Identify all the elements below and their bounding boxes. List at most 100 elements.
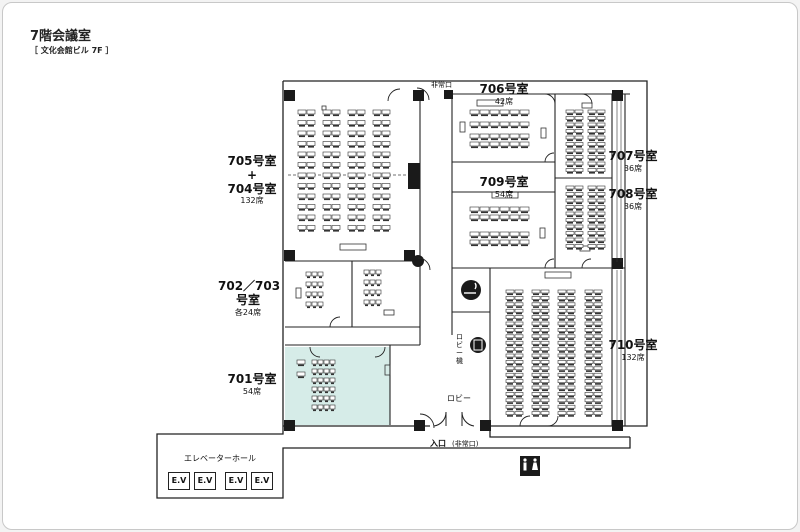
seat <box>505 302 515 307</box>
seat-chair <box>568 363 574 366</box>
seat <box>372 204 382 209</box>
seat-chair <box>324 188 330 190</box>
seat <box>509 121 520 127</box>
seat <box>540 340 550 345</box>
seat <box>356 130 366 136</box>
seat-chair <box>576 196 582 198</box>
seat <box>565 122 575 127</box>
seat-chair <box>491 211 498 214</box>
seat <box>505 392 515 396</box>
elevator-3: E.V <box>225 472 247 490</box>
seat <box>514 334 524 339</box>
room-701-seats: 54席 <box>242 386 262 396</box>
seat <box>566 398 576 403</box>
seat-chair <box>371 284 374 287</box>
seat <box>347 130 357 136</box>
seat <box>587 198 597 203</box>
window-wall <box>616 100 622 420</box>
room-702-suffix: 号室 <box>235 292 260 307</box>
seat <box>565 116 575 120</box>
seat-chair <box>598 215 604 218</box>
seat-chair <box>507 376 513 379</box>
seat-chair <box>586 299 592 302</box>
seat-chair <box>501 114 508 117</box>
seat <box>540 379 550 383</box>
seat-chair <box>511 146 518 149</box>
seat-chair <box>507 415 513 417</box>
room-705-name: 705号室 <box>227 154 277 168</box>
seat <box>540 308 550 313</box>
seat <box>347 120 357 125</box>
seat <box>540 302 550 307</box>
seat <box>381 162 391 167</box>
seat-chair <box>589 126 595 129</box>
seat-chair <box>521 244 528 247</box>
vending-glyph <box>473 339 483 351</box>
seat <box>469 121 480 127</box>
seat-chair <box>576 235 582 237</box>
seat <box>356 193 366 199</box>
seat-chair <box>576 120 582 122</box>
seat <box>489 121 500 127</box>
seat <box>509 239 520 245</box>
seat-chair <box>491 236 498 239</box>
seat-chair <box>542 319 548 321</box>
seat-chair <box>559 306 565 308</box>
seat-chair <box>374 209 380 211</box>
seat <box>519 214 530 220</box>
seat <box>596 129 606 133</box>
seat-chair <box>559 331 565 334</box>
seat <box>574 142 584 146</box>
seat-chair <box>589 241 595 244</box>
seat-chair <box>521 211 528 214</box>
seat-chair <box>501 146 508 149</box>
seat <box>514 379 524 383</box>
seat <box>489 206 500 212</box>
seat-chair <box>308 114 314 117</box>
seat-chair <box>349 209 355 211</box>
seat <box>519 239 530 245</box>
seat-chair <box>383 146 389 148</box>
seat-chair <box>533 357 539 360</box>
seat-chair <box>533 331 539 334</box>
room-707-name: 707号室 <box>608 149 658 163</box>
seat-chair <box>516 344 522 347</box>
seat-chair <box>491 126 498 129</box>
seat <box>565 109 575 114</box>
seat-chair <box>298 376 304 379</box>
seat <box>331 193 341 199</box>
seat <box>505 308 515 313</box>
seat-chair <box>598 235 604 237</box>
seat-chair <box>533 376 539 379</box>
seat <box>375 289 382 295</box>
seat-chair <box>516 389 522 392</box>
seat-chair <box>568 331 574 334</box>
seat <box>363 269 370 275</box>
seat <box>531 360 541 364</box>
seat <box>540 392 550 396</box>
seat-chair <box>358 114 364 117</box>
seat-chair <box>542 351 548 353</box>
seat <box>557 308 567 313</box>
seat <box>531 404 541 409</box>
seat <box>347 204 357 209</box>
seat <box>557 379 567 383</box>
seat <box>584 366 594 371</box>
seat <box>331 141 341 146</box>
seat-chair <box>308 167 314 169</box>
seat <box>514 353 524 358</box>
seat <box>557 372 567 377</box>
seat <box>306 193 316 199</box>
seat <box>531 398 541 403</box>
seat <box>593 372 603 377</box>
seat-chair <box>521 146 528 149</box>
seat-chair <box>308 198 314 201</box>
seat-chair <box>568 299 574 302</box>
seat <box>531 289 541 294</box>
seat <box>305 281 312 287</box>
seat <box>587 205 597 209</box>
seat-chair <box>358 125 364 127</box>
seat <box>311 368 318 374</box>
seat-chair <box>568 312 574 315</box>
